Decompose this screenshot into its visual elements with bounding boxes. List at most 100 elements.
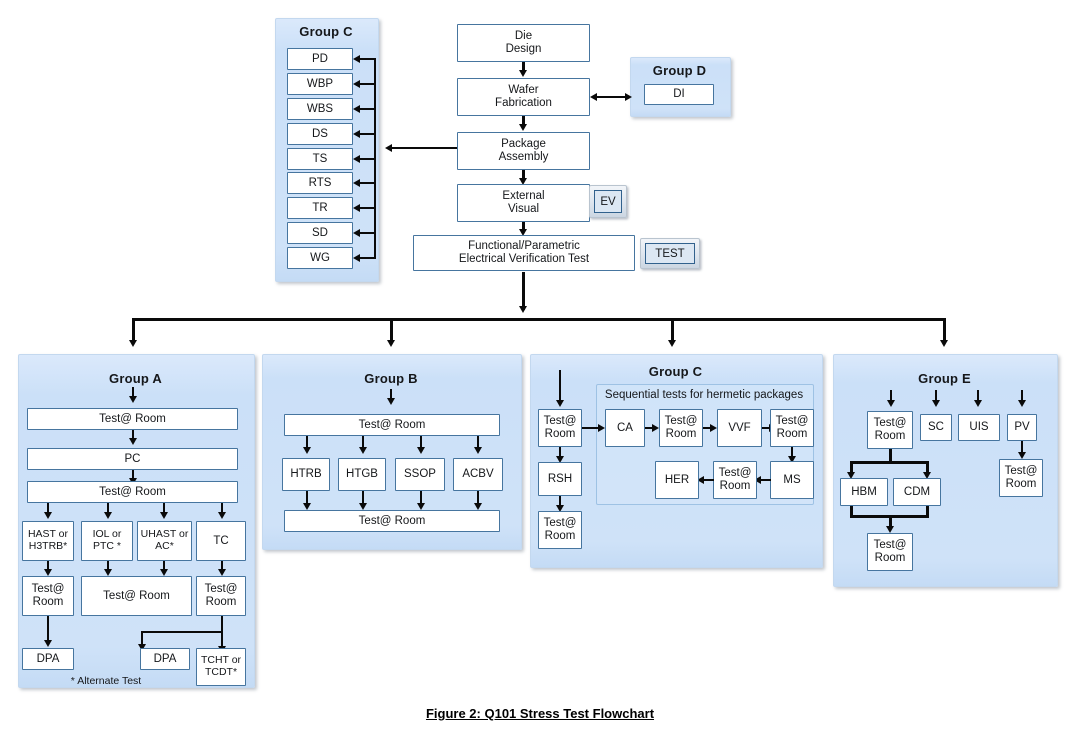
- die-design-box[interactable]: Die Design: [457, 24, 590, 62]
- group-a-test1-to-pc-arrow: [128, 438, 137, 445]
- group-e-pv-box[interactable]: PV: [1007, 414, 1037, 441]
- group-a-test-room-mid[interactable]: Test@ Room: [81, 576, 192, 616]
- group-e-entry-line-3: [977, 390, 980, 402]
- test-badge[interactable]: TEST: [640, 238, 700, 269]
- group-e-test-room-top[interactable]: Test@ Room: [867, 411, 913, 449]
- group-e-split-bar: [850, 461, 929, 465]
- group-a-test-room-1[interactable]: Test@ Room: [27, 408, 238, 430]
- wafer-fabrication-box[interactable]: Wafer Fabrication: [457, 78, 590, 116]
- group-a-iol-down-line: [107, 561, 110, 571]
- group-e-pv-to-test-arrow: [1017, 452, 1026, 459]
- external-visual-box[interactable]: External Visual: [457, 184, 590, 222]
- group-c-seq-test-2[interactable]: Test@ Room: [770, 409, 814, 447]
- group-a-test-room-left[interactable]: Test@ Room: [22, 576, 74, 616]
- group-c-seq-test-1[interactable]: Test@ Room: [659, 409, 703, 447]
- group-c-item-sd[interactable]: SD: [287, 222, 353, 244]
- group-c-item-wbp[interactable]: WBP: [287, 73, 353, 95]
- group-c-entry-arrow: [555, 400, 564, 407]
- package-assembly-box[interactable]: Package Assembly: [457, 132, 590, 170]
- group-a-hast-down-line: [47, 561, 50, 571]
- ev-badge[interactable]: EV: [589, 185, 627, 218]
- die-to-wafer-arrow: [518, 70, 527, 77]
- group-c-seq-test-3[interactable]: Test@ Room: [713, 461, 757, 499]
- group-c-seq-ms[interactable]: MS: [770, 461, 814, 499]
- wafer-to-group-d-arrow-right: [625, 92, 632, 101]
- bus-arrow-group-c: [668, 340, 676, 347]
- group-e-entry-line-2: [935, 390, 938, 402]
- functional-test-box[interactable]: Functional/Parametric Electrical Verific…: [413, 235, 635, 271]
- group-c-item-wbs[interactable]: WBS: [287, 98, 353, 120]
- group-c-item-ts[interactable]: TS: [287, 148, 353, 170]
- bus-drop-group-a: [132, 318, 136, 343]
- group-a-dpa-mid[interactable]: DPA: [140, 648, 190, 670]
- group-a-branch-arrow-2: [103, 512, 112, 519]
- group-e-test-room-pv[interactable]: Test@ Room: [999, 459, 1043, 497]
- group-b-join-line-3: [420, 491, 423, 504]
- group-c-test-room-1[interactable]: Test@ Room: [538, 409, 582, 447]
- group-c-item-pd[interactable]: PD: [287, 48, 353, 70]
- group-a-branch-line-4: [221, 503, 224, 514]
- group-b-test-acbv[interactable]: ACBV: [453, 458, 503, 491]
- group-c-rsh-box[interactable]: RSH: [538, 462, 582, 496]
- group-e-entry-arrow-2: [931, 400, 940, 407]
- group-e-sc-box[interactable]: SC: [920, 414, 952, 441]
- group-a-pc-box[interactable]: PC: [27, 448, 238, 470]
- group-b-branch-arrow-2: [358, 447, 367, 454]
- group-a-dpa-left[interactable]: DPA: [22, 648, 74, 670]
- group-c-test-room-2[interactable]: Test@ Room: [538, 511, 582, 549]
- group-c-arrow-sd: [353, 229, 360, 238]
- group-b-join-line-1: [306, 491, 309, 504]
- group-b-test-htgb[interactable]: HTGB: [338, 458, 386, 491]
- group-a-stress-uhast[interactable]: UHAST or AC*: [137, 521, 192, 561]
- wafer-to-group-d-arrow-left: [590, 92, 597, 101]
- external-to-test-arrow: [518, 229, 527, 236]
- group-b-test-htrb[interactable]: HTRB: [282, 458, 330, 491]
- group-b-join-arrow-4: [473, 503, 482, 510]
- group-a-tcht-box[interactable]: TCHT or TCDT*: [196, 648, 246, 686]
- group-d-item-di[interactable]: DI: [644, 84, 714, 105]
- group-b-test-ssop[interactable]: SSOP: [395, 458, 445, 491]
- group-a-stress-tc[interactable]: TC: [196, 521, 246, 561]
- group-c-arrow-wbp: [353, 80, 360, 89]
- group-b-test-room-top[interactable]: Test@ Room: [284, 414, 500, 436]
- group-c-test1-to-rsh-line: [559, 447, 562, 458]
- group-b-test-room-bottom[interactable]: Test@ Room: [284, 510, 500, 532]
- group-e-entry-arrow-1: [886, 400, 895, 407]
- group-c-test-to-vvf-line: [703, 427, 712, 430]
- package-to-external-arrow: [518, 178, 527, 185]
- package-to-group-c-arrow: [385, 144, 392, 153]
- group-e-hbm-box[interactable]: HBM: [840, 478, 888, 506]
- group-c-item-wg[interactable]: WG: [287, 247, 353, 269]
- group-a-branch-line-3: [163, 503, 166, 514]
- group-c-seq-ca[interactable]: CA: [605, 409, 645, 447]
- group-b-title-to-test-arrow: [386, 398, 395, 405]
- group-c-item-ds[interactable]: DS: [287, 123, 353, 145]
- group-e-cdm-arrow: [923, 472, 931, 479]
- group-b-join-arrow-2: [358, 503, 367, 510]
- group-a-uhast-down-arrow: [159, 569, 168, 576]
- group-c-stub-wbp: [360, 83, 376, 86]
- group-c-seq-vvf[interactable]: VVF: [717, 409, 762, 447]
- group-c-item-rts[interactable]: RTS: [287, 172, 353, 194]
- bus-arrow-group-b: [387, 340, 395, 347]
- group-c-item-tr[interactable]: TR: [287, 197, 353, 219]
- group-e-split-left: [850, 461, 854, 474]
- group-c-ca-to-test-line: [645, 427, 654, 430]
- group-a-stress-iol[interactable]: IOL or PTC *: [81, 521, 133, 561]
- bus-arrow-group-e: [940, 340, 948, 347]
- group-c-ms-to-test-line: [761, 479, 771, 482]
- group-e-cdm-box[interactable]: CDM: [893, 478, 941, 506]
- group-a-right-stem: [221, 616, 224, 652]
- group-e-uis-box[interactable]: UIS: [958, 414, 1000, 441]
- group-a-test-room-2[interactable]: Test@ Room: [27, 481, 238, 503]
- group-a-stress-hast[interactable]: HAST or H3TRB*: [22, 521, 74, 561]
- group-a-test-room-right[interactable]: Test@ Room: [196, 576, 246, 616]
- group-b-branch-arrow-4: [473, 447, 482, 454]
- group-c-seq-her[interactable]: HER: [655, 461, 699, 499]
- wafer-to-group-d-line: [597, 95, 625, 98]
- group-e-split-right: [926, 461, 930, 474]
- group-a-branch-arrow-4: [217, 512, 226, 519]
- group-c-rsh-to-test-line: [559, 496, 562, 507]
- group-c-top-title: Group C: [299, 24, 353, 39]
- group-e-test-room-bottom[interactable]: Test@ Room: [867, 533, 913, 571]
